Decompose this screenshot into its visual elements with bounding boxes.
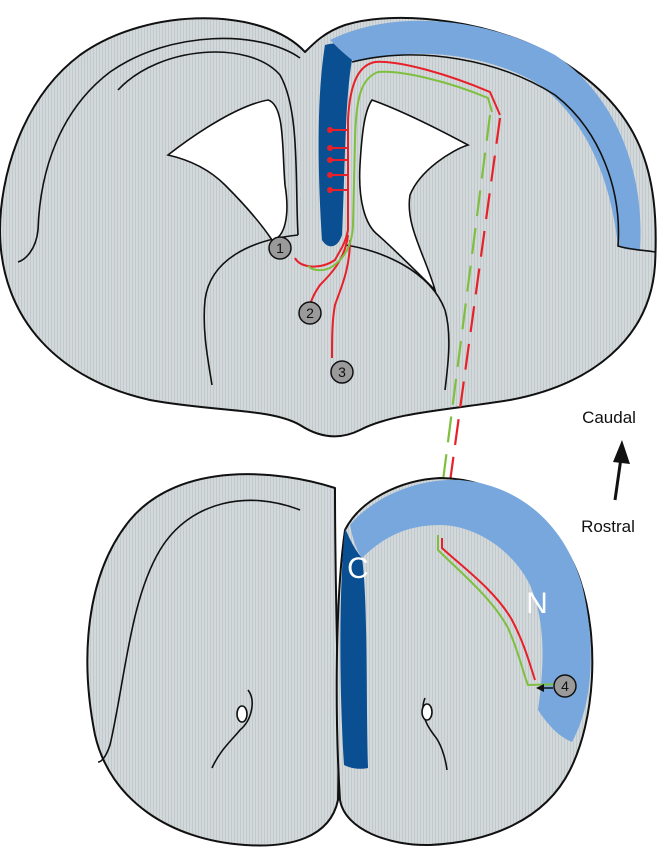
marker-3: 3 xyxy=(331,361,353,383)
marker-4: 4 xyxy=(554,675,576,697)
rostral-section: C N xyxy=(87,474,592,845)
region-letter-c: C xyxy=(347,552,369,585)
rostral-label: Rostral xyxy=(581,517,635,536)
region-letter-n: N xyxy=(526,587,548,620)
rostral-right-small-ventricle xyxy=(422,704,432,720)
caudal-section xyxy=(0,18,656,436)
svg-text:4: 4 xyxy=(561,678,569,694)
rostral-left-small-ventricle xyxy=(237,706,247,722)
marker-1: 1 xyxy=(269,237,291,259)
orientation-arrow-head xyxy=(613,440,630,464)
svg-text:1: 1 xyxy=(276,240,284,256)
caudal-label: Caudal xyxy=(582,408,636,427)
svg-text:3: 3 xyxy=(338,364,346,380)
marker-2: 2 xyxy=(299,302,321,324)
orientation-arrow-shaft xyxy=(615,458,621,500)
rostral-left-hemisphere xyxy=(87,474,338,845)
svg-text:2: 2 xyxy=(306,305,314,321)
orientation-indicator: Caudal Rostral xyxy=(581,408,636,536)
